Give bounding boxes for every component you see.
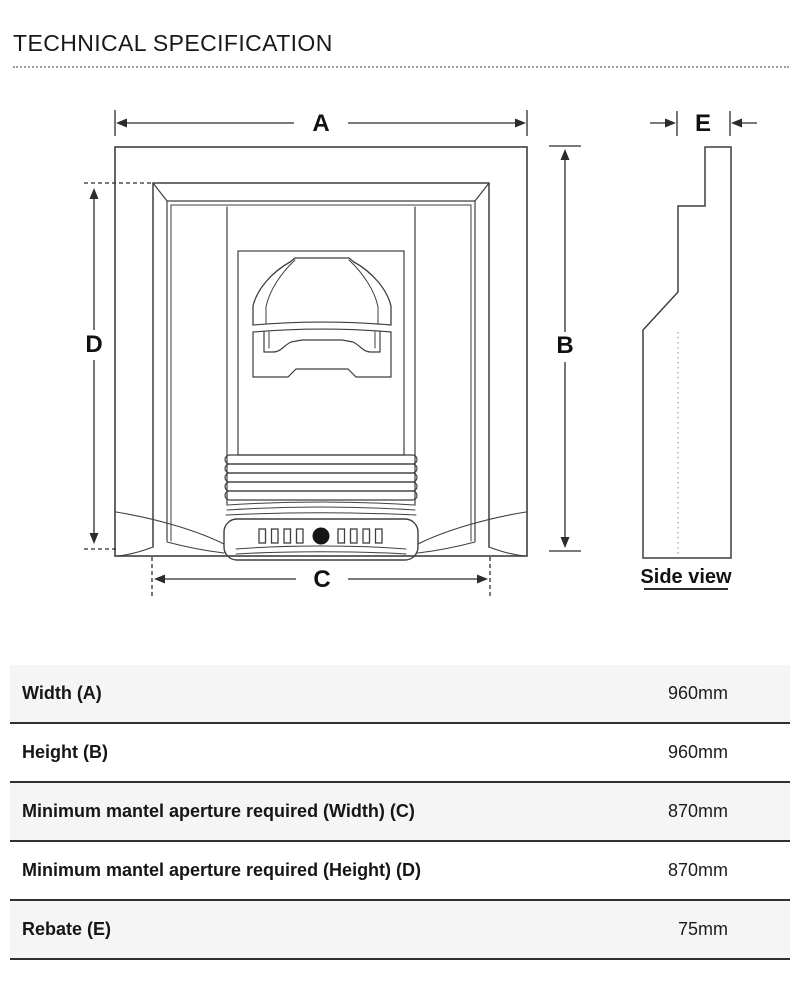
dim-b-label: B: [556, 332, 573, 359]
ashpan-knob: [312, 527, 330, 545]
spec-value: 870mm: [667, 801, 728, 821]
dimension-e: E: [650, 110, 757, 137]
spec-table: Width (A) 960mm Height (B) 960mm Minimum…: [10, 665, 790, 960]
dim-a-label: A: [312, 110, 329, 137]
side-view-caption: Side view: [640, 566, 732, 588]
dim-d-label: D: [85, 331, 102, 358]
dimension-c: C: [151, 557, 491, 597]
spec-label: Minimum mantel aperture required (Width)…: [22, 801, 415, 821]
dim-e-label: E: [695, 110, 711, 137]
spec-label: Width (A): [22, 683, 102, 703]
front-view-drawing: [114, 146, 528, 561]
spec-row-rebate-e: Rebate (E) 75mm: [10, 901, 790, 960]
dimension-d: D: [84, 182, 152, 550]
spec-label: Height (B): [22, 742, 108, 762]
title-divider: [13, 66, 789, 68]
spec-label: Rebate (E): [22, 919, 112, 939]
spec-label: Minimum mantel aperture required (Height…: [22, 860, 422, 880]
spec-value: 960mm: [667, 742, 728, 762]
spec-value: 75mm: [677, 919, 728, 939]
spec-row-height-b: Height (B) 960mm: [10, 724, 790, 783]
spec-value: 870mm: [667, 860, 728, 880]
spec-diagram: A D B C: [84, 110, 757, 597]
spec-row-aperture-height-d: Minimum mantel aperture required (Height…: [10, 842, 790, 901]
dimension-b: B: [549, 145, 581, 552]
spec-row-aperture-width-c: Minimum mantel aperture required (Width)…: [10, 783, 790, 842]
spec-row-width-a: Width (A) 960mm: [10, 665, 790, 724]
page-title: TECHNICAL SPECIFICATION: [13, 30, 333, 56]
spec-value: 960mm: [667, 683, 728, 703]
dimension-a: A: [114, 110, 528, 137]
ashpan-slots: [258, 527, 383, 545]
dim-c-label: C: [313, 566, 330, 593]
side-view-drawing: Side view: [640, 146, 732, 590]
